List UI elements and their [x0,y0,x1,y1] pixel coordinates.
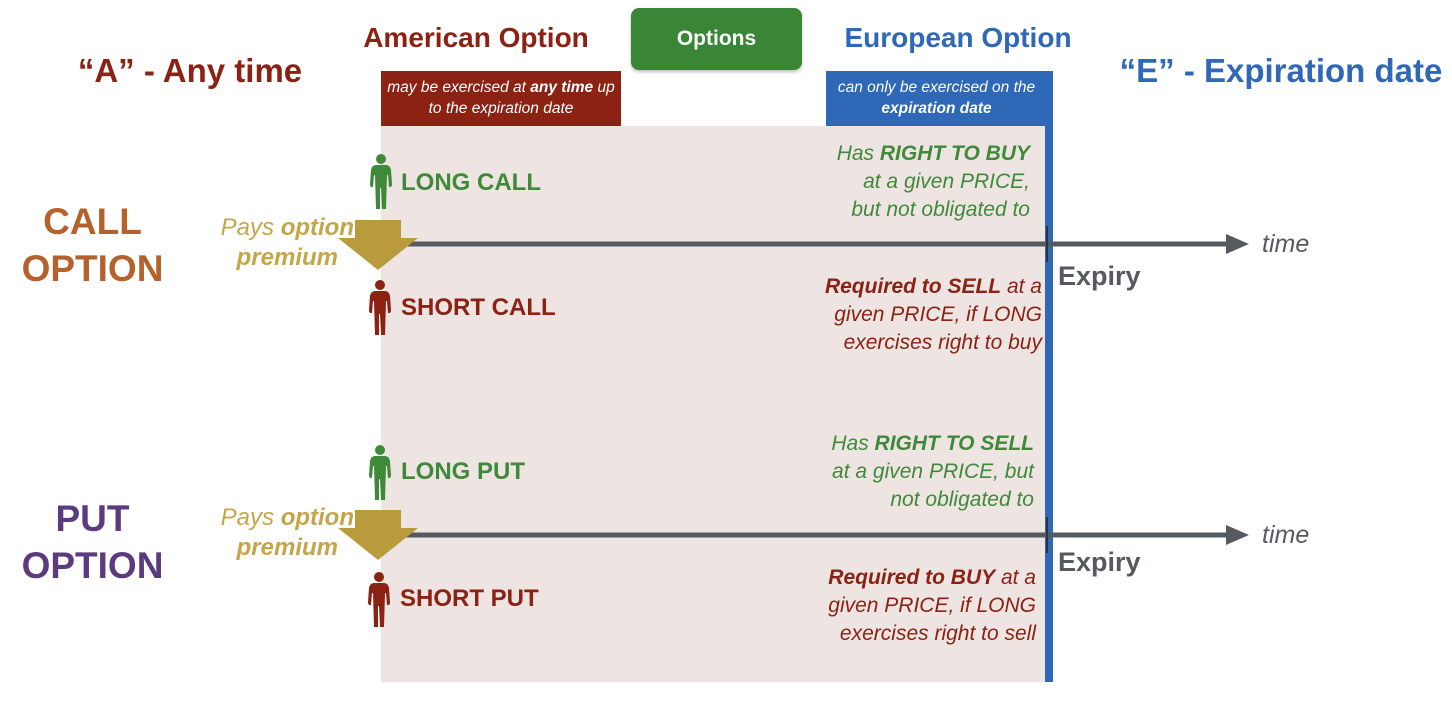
call-label-line1: CALL [43,201,142,242]
long-call-desc-has: Has [836,142,880,165]
put-pays-premium-word: premium [236,534,338,561]
european-mnemonic: “E” - Expiration date [1119,52,1443,89]
put-pays-premium: Pays option premium [196,503,354,563]
short-call-desc-required: Required to SELL [824,275,1002,298]
call-option-label: CALL OPTION [0,198,185,292]
short-put-desc-ata: at a [995,566,1036,589]
expiration-line [1045,71,1053,682]
long-put-label: LONG PUT [401,458,525,485]
long-call-desc-line2: at a given PRICE, [863,170,1030,193]
call-time-label: time [1262,230,1310,258]
long-put-desc-has: Has [831,432,875,455]
put-label-line1: PUT [55,498,130,539]
short-call-desc-ata: at a [1001,275,1042,298]
call-pays-option: option [280,214,354,241]
right-arrow-icon [1226,525,1249,545]
short-put-desc-line3: exercises right to sell [839,622,1036,645]
american-note-any: any [530,79,557,96]
short-call-desc-line3: exercises right to buy [843,331,1042,354]
american-mnemonic: “A” - Any time [77,52,303,89]
long-put-desc-line2: at a given PRICE, but [832,460,1034,483]
put-pays-text: Pays [220,504,281,531]
long-call-description: Has RIGHT TO BUY at a given PRICE, but n… [780,140,1030,224]
short-put-description: Required to BUY at a given PRICE, if LON… [786,564,1036,648]
down-arrow-icon [338,510,418,560]
call-label-line2: OPTION [21,248,164,289]
person-icon [370,154,392,209]
put-time-axis [390,517,1249,553]
long-call-desc-line3: but not obligated to [851,198,1030,221]
american-note: may be exercised at any time up to the e… [381,71,621,126]
put-label-line2: OPTION [21,545,164,586]
exercise-window-panel [381,126,1047,682]
short-call-description: Required to SELL at a given PRICE, if LO… [792,273,1042,357]
short-call-desc-line2: given PRICE, if LONG [834,303,1042,326]
american-note-text-2: up to the expiration date [428,79,615,117]
call-pays-text: Pays [220,214,281,241]
put-expiry-label: Expiry [1058,547,1141,577]
long-put-desc-right: RIGHT TO SELL [874,432,1034,455]
call-pays-premium: Pays option premium [196,213,354,273]
right-arrow-icon [1226,234,1249,254]
short-call-label: SHORT CALL [401,294,556,321]
options-button[interactable]: Options [631,8,802,70]
american-note-text-1: may be exercised at [387,79,531,96]
american-option-title: American Option [363,22,589,53]
put-pays-option: option [280,504,354,531]
call-expiry-label: Expiry [1058,261,1141,291]
european-option-title: European Option [844,22,1072,53]
call-pays-premium-word: premium [236,244,338,271]
short-put-desc-line2: given PRICE, if LONG [828,594,1036,617]
short-put-desc-required: Required to BUY [828,566,996,589]
person-icon [369,280,391,335]
european-note-expiration: expiration date [881,100,992,117]
person-icon [368,572,390,627]
long-call-desc-right: RIGHT TO BUY [879,142,1030,165]
european-note: can only be exercised on the expiration … [826,71,1047,126]
long-put-desc-line3: not obligated to [890,488,1034,511]
long-put-description: Has RIGHT TO SELL at a given PRICE, but … [784,430,1034,514]
american-note-time: time [561,79,594,96]
put-option-label: PUT OPTION [0,495,185,589]
down-arrow-icon [338,220,418,270]
put-time-label: time [1262,521,1310,549]
european-note-text: can only be exercised on the [837,79,1036,96]
person-icon [369,445,391,500]
long-call-label: LONG CALL [401,169,541,196]
short-put-label: SHORT PUT [400,585,539,612]
call-time-axis [390,226,1249,262]
